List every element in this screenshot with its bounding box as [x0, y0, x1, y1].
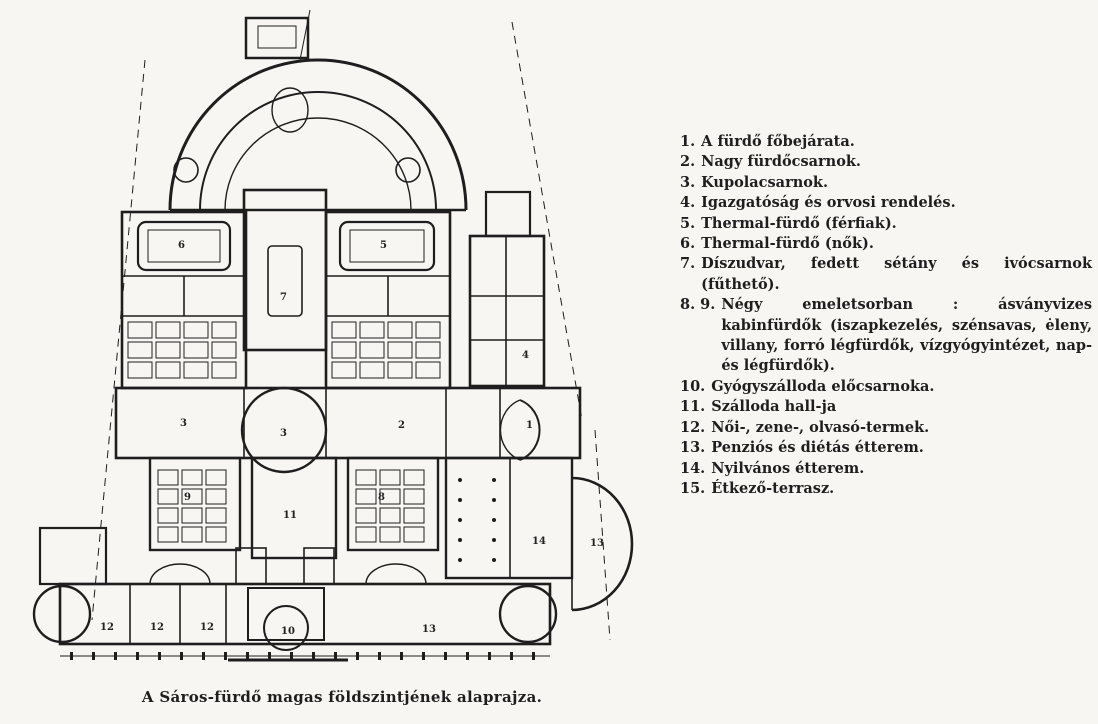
floor-plan-drawing: 2 3 3 1 4 5 6 7 8 9 10 11 12 12 12 13 13…	[32, 9, 634, 662]
legend-item: 12. Női-, zene-, olvasó-termek.	[680, 418, 1092, 438]
legend-text: Gyógyszálloda előcsarnoka.	[711, 377, 935, 395]
plan-label-13-right: 13	[590, 538, 604, 549]
legend-text: Étkező-terrasz.	[711, 479, 835, 497]
legend-item: 14. Nyilvános étterem.	[680, 459, 1092, 479]
legend-item: 10. Gyógyszálloda előcsarnoka.	[680, 377, 1092, 397]
legend-number: 5.	[680, 214, 696, 232]
plan-label-5: 5	[380, 240, 387, 251]
legend-item: 11. Szálloda hall-ja	[680, 397, 1092, 417]
legend-text: Nagy fürdőcsarnok.	[701, 153, 861, 171]
plan-label-10: 10	[281, 626, 295, 637]
plan-label-4: 4	[522, 350, 529, 361]
plan-caption: A Sáros-fürdő magas földszintjének alapr…	[141, 688, 543, 706]
legend-item: 5. Thermal-fürdő (férfiak).	[680, 214, 1092, 234]
plan-label-2: 2	[398, 420, 405, 431]
plan-label-3-left: 3	[180, 418, 187, 429]
plan-label-13: 13	[422, 624, 436, 635]
legend-item: 4. Igazgatóság és orvosi rendelés.	[680, 193, 1092, 213]
legend-number: 13.	[680, 439, 706, 457]
plan-label-1: 1	[526, 420, 533, 431]
legend-number: 4.	[680, 194, 696, 212]
legend-text: Négy emeletsorban : ásványvizes kabinfür…	[721, 296, 1092, 375]
plan-label-12-a: 12	[100, 622, 114, 633]
legend-item: 13. Penziós és diétás étterem.	[680, 438, 1092, 458]
plan-label-11: 11	[283, 510, 297, 521]
plan-label-6: 6	[178, 240, 185, 251]
legend-text: Női-, zene-, olvasó-termek.	[711, 418, 930, 436]
legend-text: Thermal-fürdő (férfiak).	[701, 214, 897, 232]
legend-text: Igazgatóság és orvosi rendelés.	[701, 194, 956, 212]
legend-item: 3. Kupolacsarnok.	[680, 173, 1092, 193]
plan-label-9: 9	[184, 492, 191, 503]
legend-number: 12.	[680, 418, 706, 436]
legend-number: 6.	[680, 235, 696, 253]
legend-text: Nyilvános étterem.	[711, 459, 865, 477]
plan-label-7: 7	[280, 292, 287, 303]
legend-item: 7. Díszudvar, fedett sétány és ivócsarnok…	[680, 254, 1092, 295]
legend-text: Díszudvar, fedett sétány és ivócsarnok (…	[701, 255, 1092, 293]
legend-number: 14.	[680, 459, 706, 477]
legend-item: 15. Étkező-terrasz.	[680, 479, 1092, 499]
legend-item: 2. Nagy fürdőcsarnok.	[680, 152, 1092, 172]
legend-text: Kupolacsarnok.	[701, 173, 829, 191]
legend-text: Thermal-fürdő (nők).	[701, 235, 874, 253]
legend-item: 6. Thermal-fürdő (nők).	[680, 234, 1092, 254]
legend-text: Penziós és diétás étterem.	[711, 439, 924, 457]
legend-number: 11.	[680, 398, 706, 416]
legend-item: 1. A fürdő főbejárata.	[680, 132, 1092, 152]
legend-text: A fürdő főbejárata.	[701, 133, 855, 150]
room-legend: 1. A fürdő főbejárata. 2. Nagy fürdőcsarnok…	[680, 132, 1092, 499]
legend-number: 8. 9.	[680, 296, 716, 314]
plan-label-14: 14	[532, 536, 546, 547]
plan-label-8: 8	[378, 492, 385, 503]
legend-number: 10.	[680, 377, 706, 395]
plan-label-12-c: 12	[200, 622, 214, 633]
legend-number: 15.	[680, 479, 706, 497]
legend-item: 8. 9. Négy emeletsorban : ásványvizes kab…	[680, 295, 1092, 377]
legend-text: Szálloda hall-ja	[711, 398, 837, 416]
legend-number: 3.	[680, 173, 696, 191]
legend-number: 2.	[680, 153, 696, 171]
legend-number: 7.	[680, 255, 696, 273]
plan-label-12-b: 12	[150, 622, 164, 633]
plan-label-3: 3	[280, 428, 287, 439]
legend-number: 1.	[680, 133, 696, 150]
